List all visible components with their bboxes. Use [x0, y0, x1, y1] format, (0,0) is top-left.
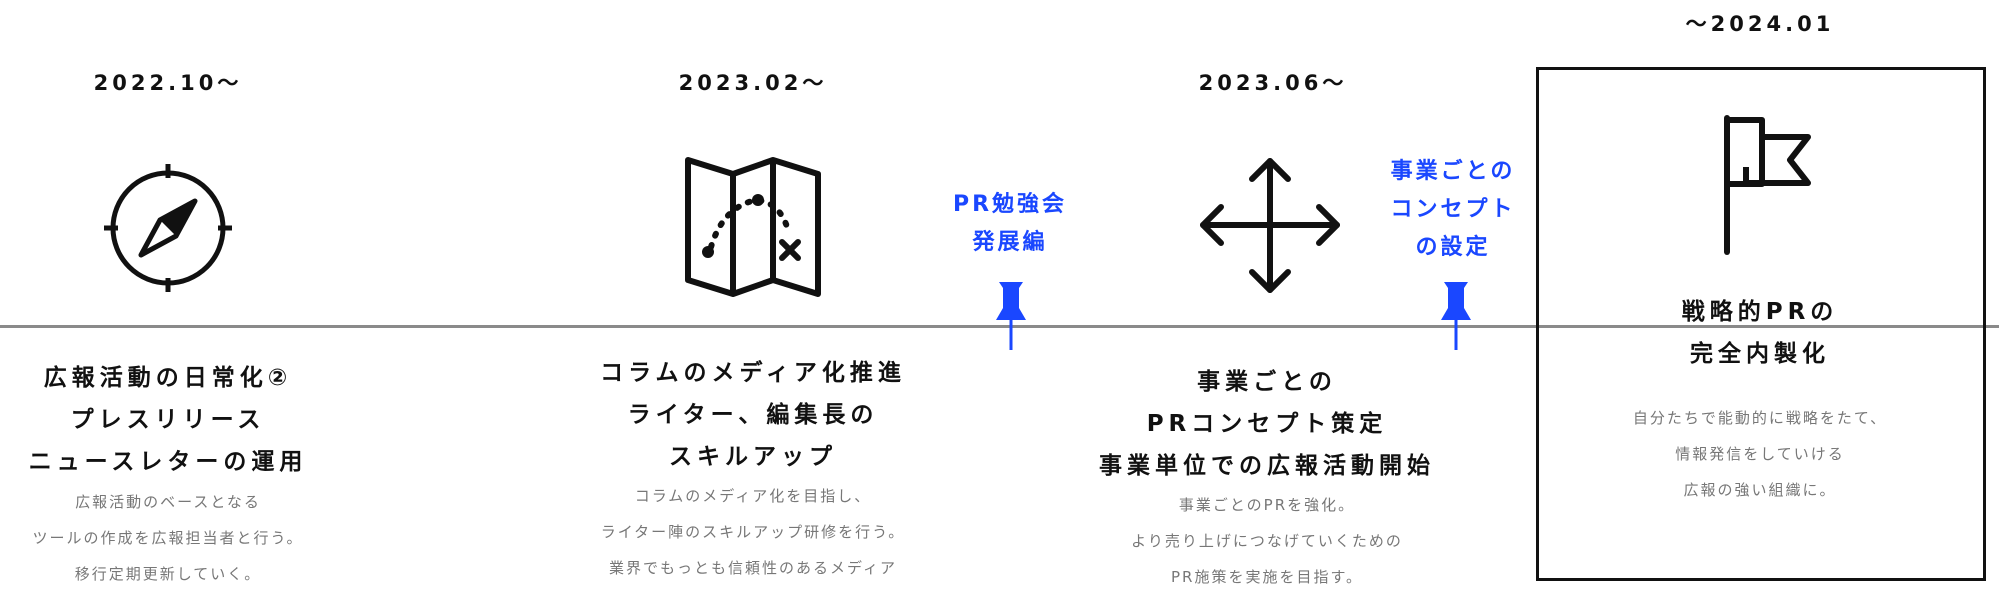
phase-title-line: コラムのメディア化推進 [600, 360, 906, 386]
phase-description-line: 情報発信をしていける [1675, 445, 1845, 463]
timeline-line [0, 325, 1999, 328]
phase-date: 〜2024.01 [1685, 12, 1835, 36]
phase-title: 戦略的PRの 完全内製化 [1682, 291, 1839, 375]
phase-title-line: PRコンセプト策定 [1146, 411, 1388, 437]
pushpin-icon [1439, 280, 1473, 354]
event-label: PR勉強会 発展編 [953, 186, 1067, 262]
phase-description-line: コラムのメディア化を目指し、 [634, 487, 872, 505]
phase-title-line: 完全内製化 [1689, 341, 1830, 367]
phase-description: コラムのメディア化を目指し、 ライター陣のスキルアップ研修を行う。 業界でもっと… [601, 478, 906, 586]
phase-date: 2023.06〜 [1198, 71, 1348, 95]
phase-title-line: 戦略的PRの [1681, 299, 1839, 325]
phase-description-line: 広報の強い組織に。 [1683, 481, 1837, 499]
phase-title-line: ニュースレターの運用 [28, 449, 308, 475]
phase-title: 事業ごとの PRコンセプト策定 事業単位での広報活動開始 [1099, 361, 1435, 487]
phase-date: 2023.02〜 [678, 71, 828, 95]
event-label-line: 事業ごとの [1390, 159, 1516, 184]
map-icon [678, 152, 828, 306]
phase-description-line: 業界でもっとも信頼性のあるメディア [609, 559, 897, 577]
phase-title: コラムのメディア化推進 ライター、編集長の スキルアップ [600, 352, 906, 478]
phase-description: 広報活動のベースとなる ツールの作成を広報担当者と行う。 移行定期更新していく。 [32, 484, 303, 592]
pushpin-icon [994, 280, 1028, 354]
phase-description-line: より売り上げにつなげていくための [1131, 532, 1403, 550]
phase-description-line: ツールの作成を広報担当者と行う。 [32, 529, 304, 547]
phase-description-line: 自分たちで能動的に戦略をたて、 [1632, 409, 1888, 427]
compass-icon [98, 158, 238, 302]
phase-description-line: 移行定期更新していく。 [74, 565, 262, 583]
event-label-line: の設定 [1415, 235, 1491, 260]
final-milestone-box [1536, 67, 1986, 581]
event-label-line: コンセプト [1390, 197, 1516, 222]
phase-description-line: ライター陣のスキルアップ研修を行う。 [600, 523, 906, 541]
event-label-line: 発展編 [972, 230, 1048, 255]
flag-icon [1700, 112, 1820, 261]
phase-title-line: 事業単位での広報活動開始 [1099, 453, 1435, 479]
move-arrows-icon [1195, 153, 1345, 302]
phase-title-line: ライター、編集長の [627, 402, 879, 428]
phase-title-line: 事業ごとの [1197, 369, 1337, 395]
phase-title-line: プレスリリース [70, 407, 266, 433]
phase-title-line: スキルアップ [668, 444, 837, 470]
phase-description: 自分たちで能動的に戦略をたて、 情報発信をしていける 広報の強い組織に。 [1633, 400, 1887, 508]
phase-description: 事業ごとのPRを強化。 より売り上げにつなげていくための PR施策を実施を目指す… [1131, 487, 1403, 595]
event-label: 事業ごとの コンセプト の設定 [1390, 153, 1515, 267]
phase-description-line: 広報活動のベースとなる [75, 493, 261, 511]
event-label-line: PR勉強会 [952, 192, 1068, 217]
phase-description-line: 事業ごとのPRを強化。 [1178, 496, 1356, 514]
phase-title: 広報活動の日常化② プレスリリース ニュースレターの運用 [29, 357, 308, 483]
phase-date: 2022.10〜 [93, 71, 243, 95]
phase-description-line: PR施策を実施を目指す。 [1171, 568, 1363, 586]
phase-title-line: 広報活動の日常化② [43, 365, 293, 391]
